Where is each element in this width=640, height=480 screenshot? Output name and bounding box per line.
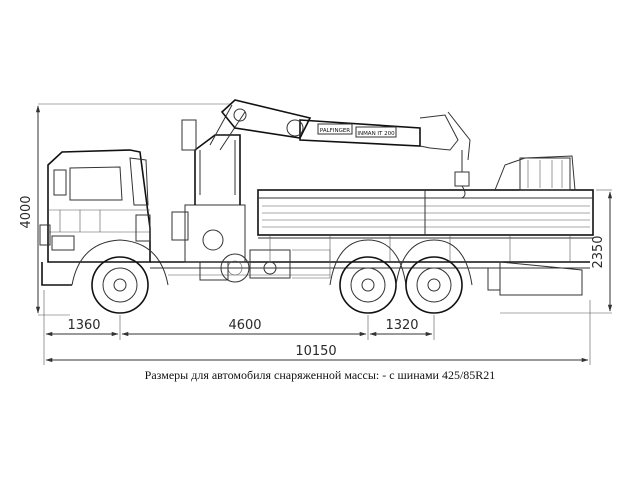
crane-brand-label: PALFINGER xyxy=(320,128,350,134)
crane-model-label: INMAN IT 200 xyxy=(357,131,395,137)
caption: Размеры для автомобиля снаряженной массы… xyxy=(144,368,496,382)
truck xyxy=(39,149,594,314)
rear-wheel-2 xyxy=(395,239,473,314)
crane: PALFINGER INMAN IT 200 xyxy=(181,99,471,205)
dim-platform-height: 2350 xyxy=(500,189,613,314)
rear-cradle xyxy=(494,155,576,191)
platform-height-label: 2350 xyxy=(591,235,606,268)
wheelbase-label: 4600 xyxy=(228,318,261,333)
rear-wheel-1 xyxy=(329,239,407,314)
front-wheel xyxy=(91,256,149,314)
crane-base xyxy=(171,204,331,283)
rear-axle-spacing-label: 1320 xyxy=(385,318,418,333)
dim-overall-length: 10150 xyxy=(45,344,589,363)
cab xyxy=(39,149,151,263)
overall-length-label: 10150 xyxy=(295,344,336,359)
overall-height-label: 4000 xyxy=(19,195,34,228)
flatbed xyxy=(257,189,594,262)
dim-overall-height: 4000 xyxy=(19,103,230,316)
dim-segments: 1360 4600 1320 xyxy=(43,290,591,365)
front-overhang-label: 1360 xyxy=(67,318,100,333)
